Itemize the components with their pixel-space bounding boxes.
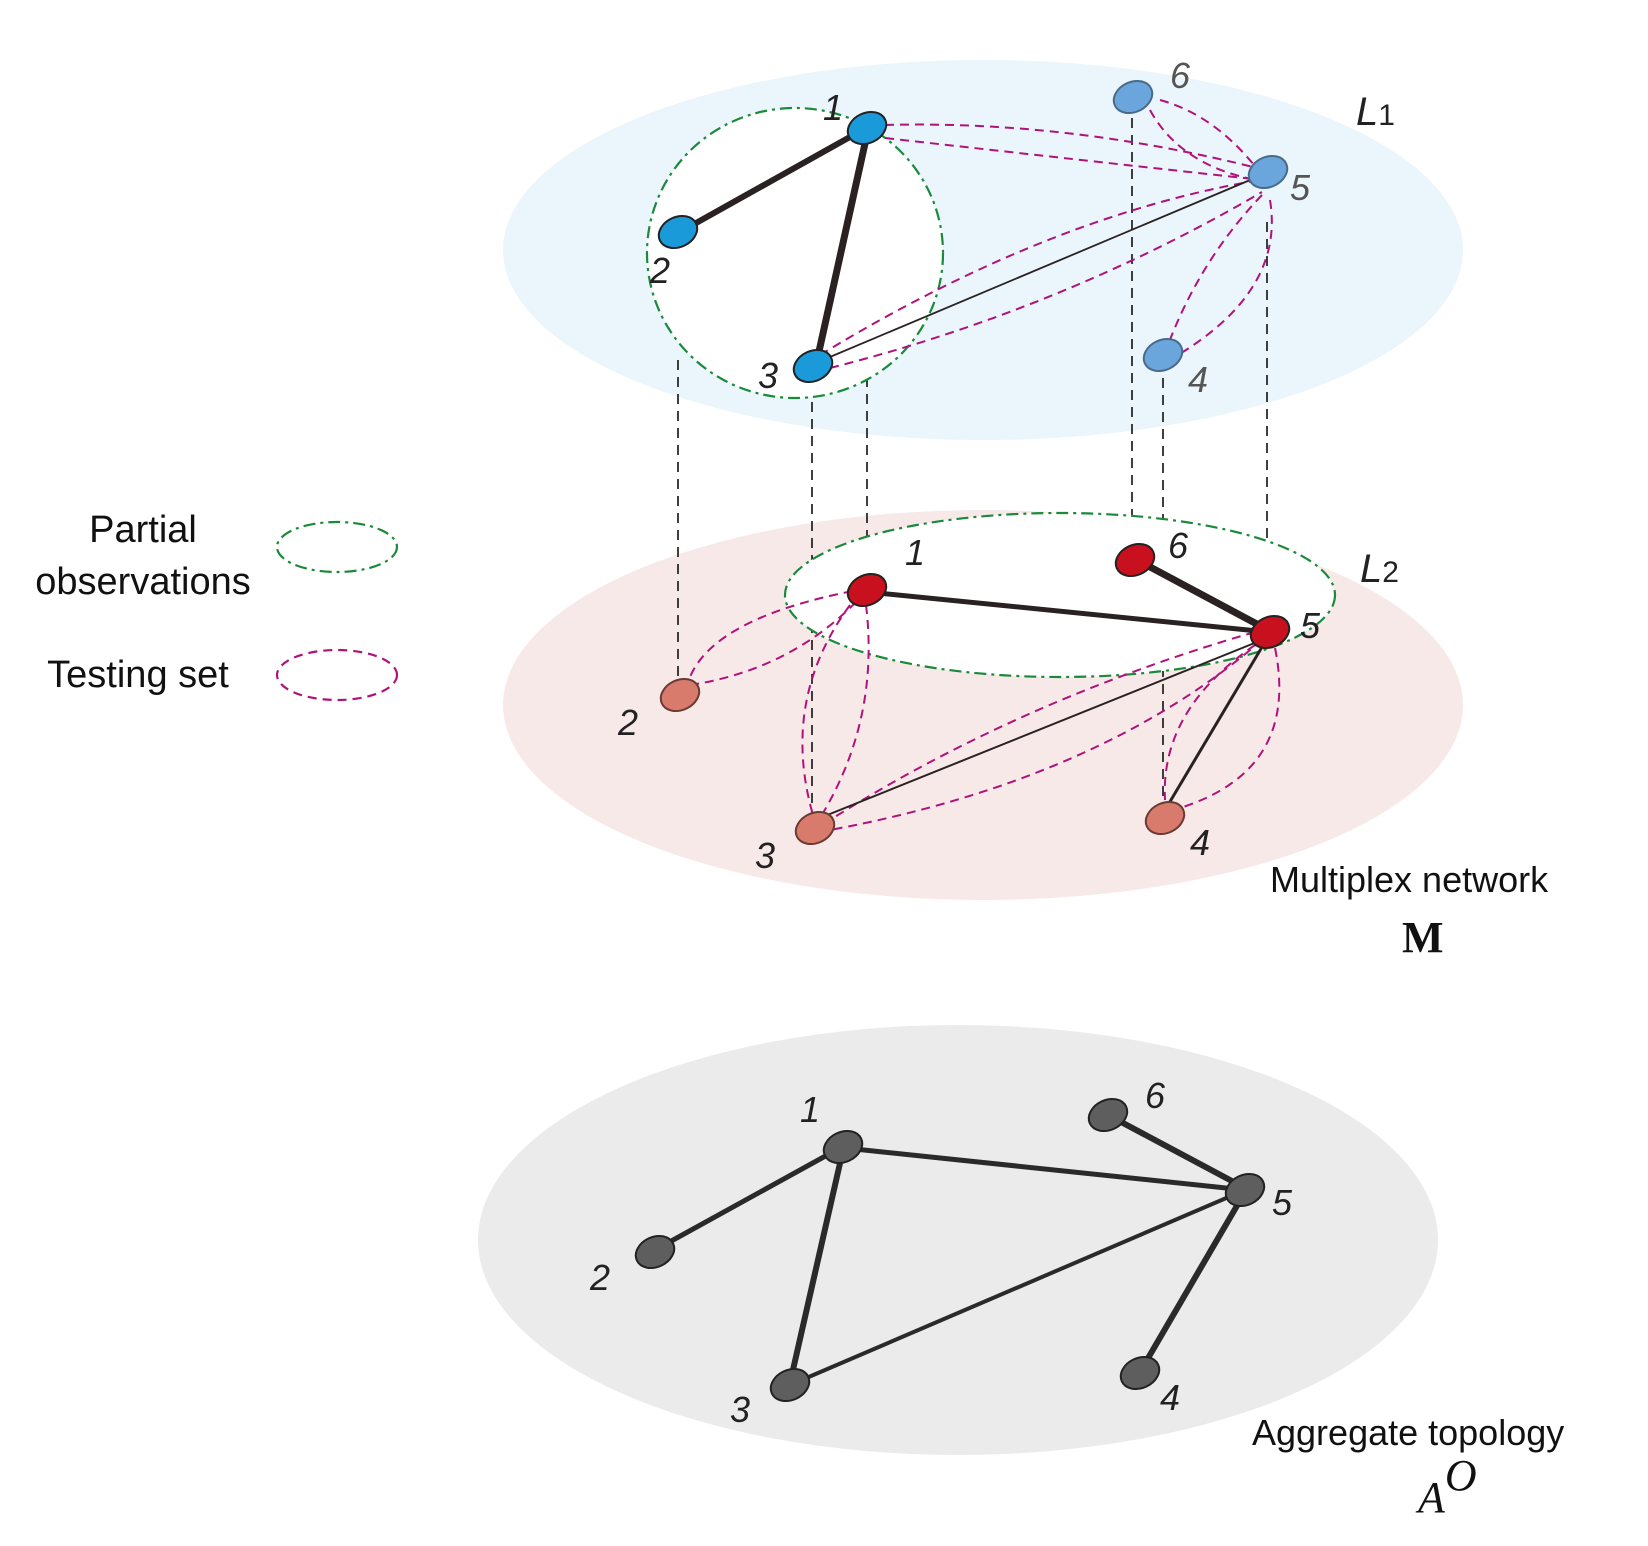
agg-edge-1-5 xyxy=(844,1145,1246,1193)
legend-partial-observation-swatch xyxy=(275,520,399,574)
edge-5-3 xyxy=(814,639,1263,821)
layer-l2: 1 2 3 4 5 6 L2 xyxy=(617,511,1399,876)
test-link-1-5 xyxy=(884,123,1266,171)
node-label-l1-4: 4 xyxy=(1188,359,1208,400)
edge-1-3 xyxy=(812,129,872,366)
agg-edge-1-2 xyxy=(653,1145,842,1253)
legend-testing-label: Testing set xyxy=(47,654,229,696)
multiplex-network-caption: Multiplex network xyxy=(1270,859,1549,900)
edge-1-2 xyxy=(678,125,868,235)
agg-node-3 xyxy=(769,1367,811,1403)
legend: Partial observations Testing set xyxy=(35,509,399,702)
node-l2-5 xyxy=(1249,614,1291,650)
aggregate-topology-caption: Aggregate topology xyxy=(1252,1412,1564,1453)
test-link-2-1 xyxy=(685,589,859,691)
test-link-5-3 xyxy=(829,631,1256,821)
agg-node-label-2: 2 xyxy=(589,1257,610,1298)
node-l1-3 xyxy=(792,348,834,384)
node-label-l1-6: 6 xyxy=(1170,55,1191,96)
node-label-l2-2: 2 xyxy=(617,702,638,743)
node-l2-3 xyxy=(794,810,836,846)
agg-node-1 xyxy=(822,1129,864,1165)
node-l2-4 xyxy=(1144,800,1186,836)
agg-node-2 xyxy=(634,1234,676,1270)
agg-node-label-5: 5 xyxy=(1272,1182,1293,1223)
testing-set-links xyxy=(685,589,1281,831)
partial-observation-region xyxy=(783,511,1337,679)
test-link-5-4 xyxy=(1163,644,1256,801)
node-l1-4 xyxy=(1142,337,1184,373)
legend-testing-set-swatch xyxy=(275,648,399,702)
edge-6-5 xyxy=(1135,556,1270,634)
node-label-l1-2: 2 xyxy=(649,250,670,291)
agg-edge-6-5 xyxy=(1106,1112,1247,1191)
node-l1-1 xyxy=(846,110,888,146)
node-label-l2-4: 4 xyxy=(1190,822,1210,863)
testing-set-links xyxy=(819,99,1273,369)
agg-edge-1-3 xyxy=(787,1149,846,1384)
legend-partial-label-line1: Partial xyxy=(89,509,197,551)
partial-observation-region xyxy=(645,106,945,400)
node-label-l2-1: 1 xyxy=(905,532,925,573)
multiplex-network-symbol: M xyxy=(1402,913,1444,962)
edge-5-4 xyxy=(1166,641,1267,806)
node-l1-6 xyxy=(1112,79,1154,115)
agg-node-6 xyxy=(1087,1097,1129,1133)
edge-3-5 xyxy=(817,174,1263,363)
test-link-5-4 xyxy=(1167,194,1263,346)
node-l1-2 xyxy=(657,214,699,250)
node-l1-5 xyxy=(1247,154,1289,190)
test-link-1-3 xyxy=(801,604,851,816)
agg-node-label-4: 4 xyxy=(1160,1377,1180,1418)
test-link-6-5-b xyxy=(1149,109,1257,181)
layer-l1: 1 2 3 4 5 6 L1 xyxy=(645,55,1395,400)
test-link-5-4-b xyxy=(1177,199,1273,356)
agg-node-label-1: 1 xyxy=(800,1089,820,1130)
agg-edge-5-4 xyxy=(1137,1190,1248,1374)
agg-edge-3-5 xyxy=(789,1188,1246,1387)
node-label-l1-5: 5 xyxy=(1290,167,1311,208)
aggregate-layer: 1 2 3 4 5 6 xyxy=(589,1075,1293,1430)
test-link-2-1-b xyxy=(689,599,859,686)
aggregate-plane xyxy=(478,1025,1438,1455)
agg-node-4 xyxy=(1119,1355,1161,1391)
node-label-l1-1: 1 xyxy=(823,87,843,128)
layer-label-l2: L2 xyxy=(1360,547,1399,591)
node-l2-6 xyxy=(1114,542,1156,578)
agg-node-label-3: 3 xyxy=(730,1389,750,1430)
legend-partial-label-line2: observations xyxy=(35,561,250,603)
edge-1-5 xyxy=(867,589,1269,635)
node-l2-1 xyxy=(846,572,888,608)
layer-l1-plane xyxy=(503,60,1463,440)
aggregate-topology-symbol: AO xyxy=(1415,1451,1477,1522)
node-l2-2 xyxy=(659,677,701,713)
test-link-1-3-b xyxy=(819,604,870,819)
node-label-l2-5: 5 xyxy=(1300,605,1321,646)
node-label-l2-6: 6 xyxy=(1168,525,1189,566)
test-link-6-5 xyxy=(1159,99,1259,171)
test-link-3-5-b xyxy=(829,191,1263,369)
test-link-1-5-b xyxy=(884,137,1263,181)
node-label-l1-3: 3 xyxy=(758,355,778,396)
node-label-l2-3: 3 xyxy=(755,835,775,876)
layer-label-l1: L1 xyxy=(1356,90,1395,134)
agg-node-5 xyxy=(1224,1172,1266,1208)
agg-node-label-6: 6 xyxy=(1145,1075,1166,1116)
